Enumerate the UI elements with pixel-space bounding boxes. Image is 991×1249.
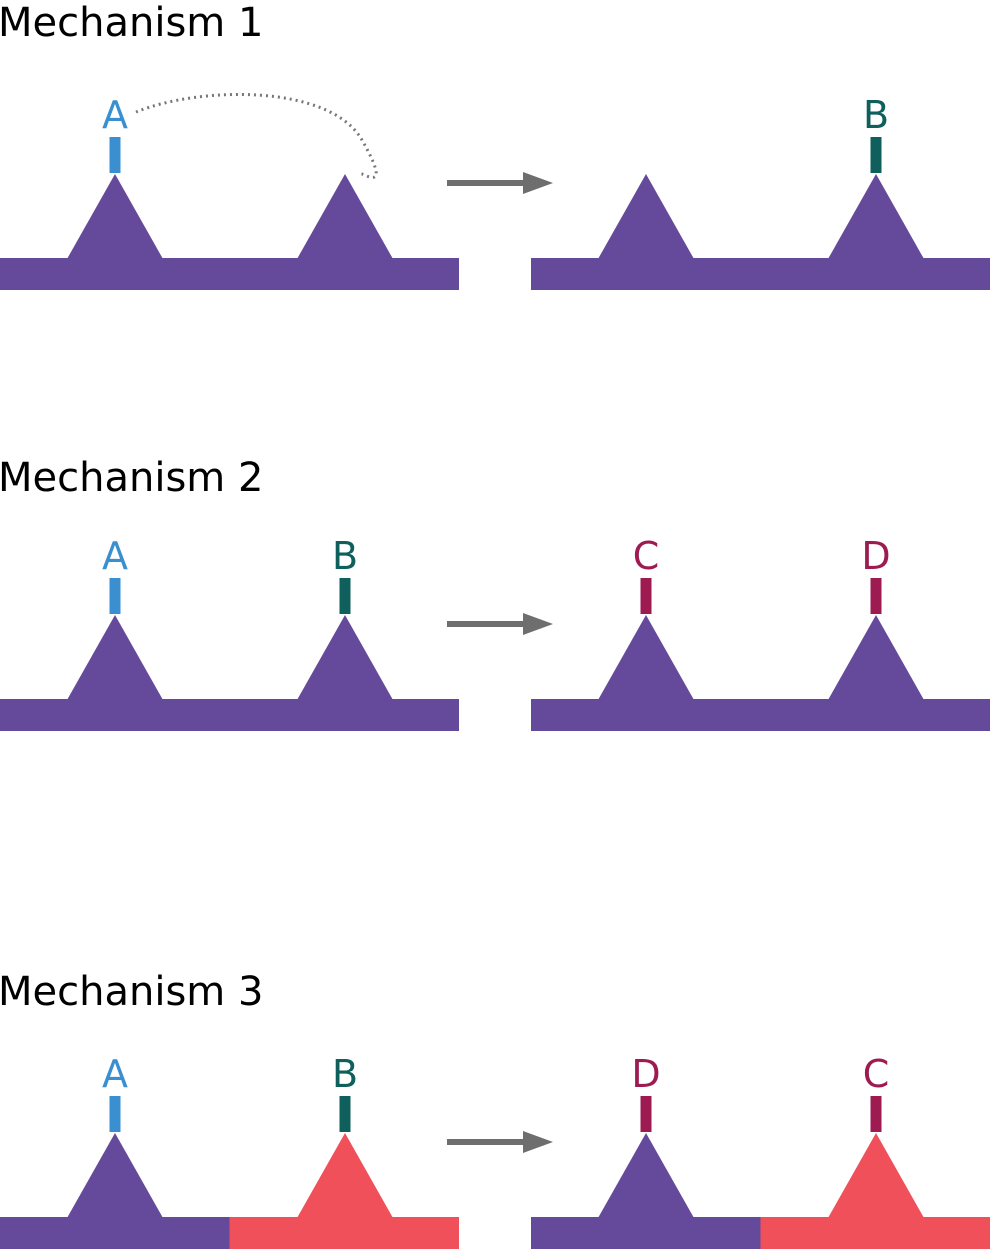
- right-bar-segment-1: [531, 1217, 761, 1249]
- arrow-shaft: [447, 180, 527, 186]
- left-peak-1: [67, 1133, 163, 1218]
- left-bar-segment-1: [0, 258, 230, 290]
- right-peak-2: [828, 174, 924, 259]
- arrow-head-icon: [523, 172, 553, 194]
- left-site-marker-1: [109, 137, 121, 173]
- left-bar-segment-1: [0, 1217, 230, 1249]
- left-peak-1: [67, 174, 163, 259]
- right-bar-segment-2: [760, 699, 990, 731]
- right-bar-segment-1: [531, 699, 761, 731]
- left-bar-segment-2: [229, 1217, 459, 1249]
- left-site-label-1: A: [102, 1052, 128, 1096]
- left-peak-2: [297, 615, 393, 700]
- left-site-label-1: A: [102, 534, 128, 578]
- left-peak-1: [67, 615, 163, 700]
- right-site-marker-2: [870, 578, 882, 614]
- mechanism-title: Mechanism 3: [0, 969, 263, 1015]
- right-site-marker-2: [870, 1096, 882, 1132]
- left-peak-2: [297, 174, 393, 259]
- left-peak-2: [297, 1133, 393, 1218]
- left-site-marker-1: [109, 578, 121, 614]
- right-peak-1: [598, 1133, 694, 1218]
- mechanism-title: Mechanism 1: [0, 0, 263, 46]
- right-peak-2: [828, 1133, 924, 1218]
- right-site-marker-1: [640, 578, 652, 614]
- left-site-label-2: B: [332, 534, 358, 578]
- left-bar-segment-2: [229, 699, 459, 731]
- right-bar-segment-2: [760, 258, 990, 290]
- right-bar-segment-1: [531, 258, 761, 290]
- right-site-marker-1: [640, 1096, 652, 1132]
- right-site-label-1: D: [631, 1052, 660, 1096]
- left-site-marker-2: [339, 1096, 351, 1132]
- right-bar-segment-2: [760, 1217, 990, 1249]
- right-site-label-1: C: [633, 534, 660, 578]
- right-peak-1: [598, 615, 694, 700]
- dotted-link-curve: [135, 92, 378, 179]
- arrow-head-icon: [523, 613, 553, 635]
- right-site-label-2: D: [861, 534, 890, 578]
- right-peak-1: [598, 174, 694, 259]
- left-site-marker-1: [109, 1096, 121, 1132]
- right-peak-2: [828, 615, 924, 700]
- arrow-head-icon: [523, 1131, 553, 1153]
- right-site-label-2: B: [863, 93, 889, 137]
- left-site-label-2: B: [332, 1052, 358, 1096]
- right-site-marker-2: [870, 137, 882, 173]
- left-site-label-1: A: [102, 93, 128, 137]
- arrow-shaft: [447, 1139, 527, 1145]
- arrow-shaft: [447, 621, 527, 627]
- right-site-label-2: C: [863, 1052, 890, 1096]
- left-site-marker-2: [339, 578, 351, 614]
- mechanism-title: Mechanism 2: [0, 455, 263, 501]
- left-bar-segment-1: [0, 699, 230, 731]
- left-bar-segment-2: [229, 258, 459, 290]
